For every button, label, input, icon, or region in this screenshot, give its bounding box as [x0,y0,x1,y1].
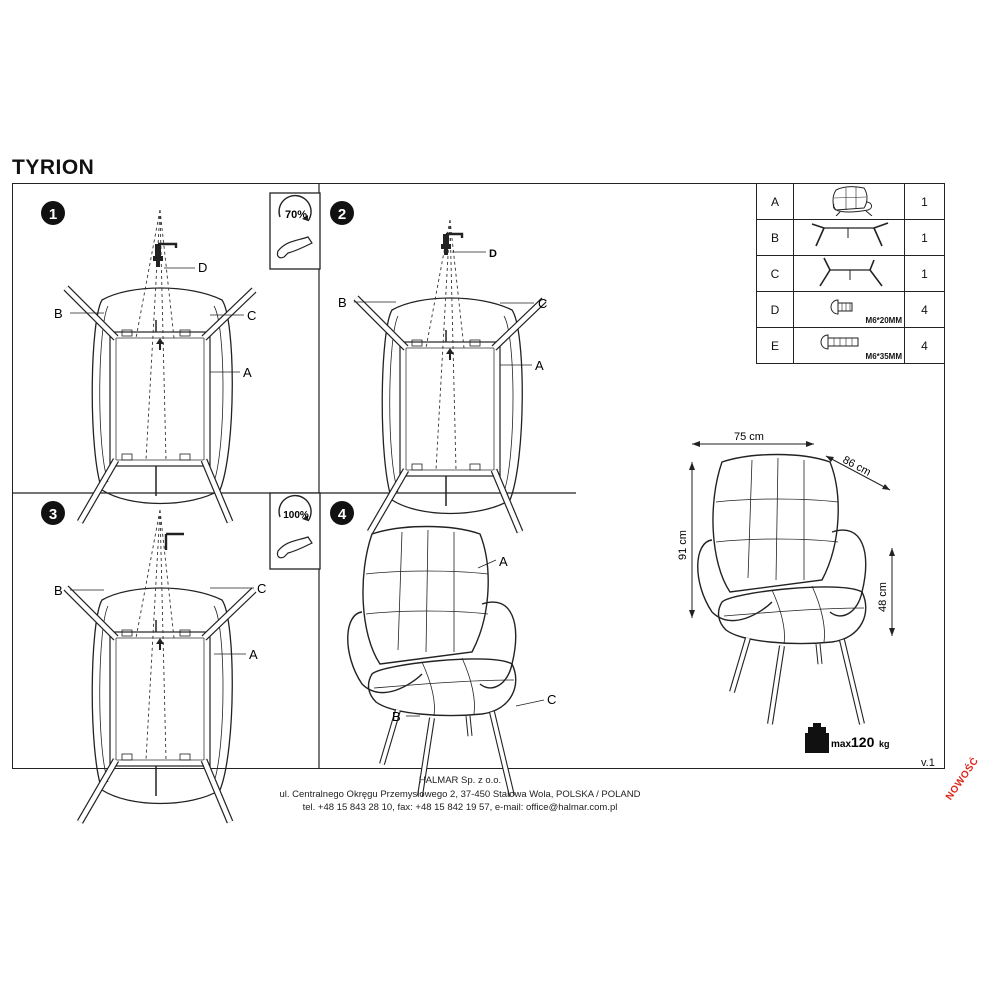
footer-contact: tel. +48 15 843 28 10, fax: +48 15 842 1… [302,802,618,813]
part-image [793,219,905,256]
callout-b: B [54,306,63,321]
rotate-label: 70% [285,209,307,221]
dimension-height: 91 cm [677,530,689,560]
product-title: TYRION [12,156,95,179]
parts-row-c: C 1 [756,255,945,292]
callout-d: D [489,248,497,260]
max-load: max. 120 kg [805,723,890,753]
dimension-depth: 86 cm [841,454,873,479]
step-4: 4 A B C [330,501,556,796]
parts-row-a: A 1 [756,183,945,220]
rotate-icon [269,492,321,570]
parts-row-d: D M6*20MM 4 [756,291,945,328]
part-spec: M6*20MM [865,316,902,325]
part-qty: 1 [904,183,945,220]
parts-table: A 1 B 1 [756,183,945,364]
max-load-unit: kg [879,739,890,749]
callout-c: C [247,308,256,323]
parts-row-e: E M6*35MM 4 [756,327,945,364]
part-letter: C [756,255,794,292]
callout-a: A [499,554,508,569]
part-image: M6*35MM [793,327,905,364]
callout-a: A [535,358,544,373]
parts-row-b: B 1 [756,219,945,256]
rotate-icon [269,192,321,270]
bolt-long-icon [820,334,859,350]
armchair-icon [832,186,873,217]
step-number-badge [41,201,65,225]
step-number: 4 [338,506,347,523]
weight-icon [813,723,821,727]
step-number: 2 [338,206,346,223]
part-letter: B [756,219,794,256]
bolt-short-icon [830,299,853,315]
step-number-badge [330,501,354,525]
step-number: 3 [49,506,57,523]
callout-a: A [243,365,252,380]
footer-address: ul. Centralnego Okręgu Przemysłowego 2, … [279,789,641,800]
callout-c: C [257,581,266,596]
dimension-drawing: 75 cm 86 cm 91 cm 48 cm [677,431,895,724]
part-qty: 1 [904,219,945,256]
dimension-width: 75 cm [734,431,764,443]
rotate-label: 100% [283,510,309,521]
callout-c: C [547,692,556,707]
part-letter: A [756,183,794,220]
part-letter: D [756,291,794,328]
part-spec: M6*35MM [865,352,902,361]
callout-b: B [392,709,401,724]
callout-c: C [538,296,547,311]
front-leg-frame-icon [811,222,889,247]
part-qty: 4 [904,291,945,328]
instruction-frame [12,183,945,769]
step-number-badge [330,201,354,225]
step-2: 2 D B C A [330,201,547,532]
rear-leg-frame-icon [819,257,883,287]
step-1: 1 D B C A 70% [41,192,321,522]
callout-d: D [198,260,207,275]
callout-a: A [249,647,258,662]
step-3: 3 B C A 100% [41,492,321,822]
dimension-seat-height: 48 cm [877,582,889,612]
part-qty: 4 [904,327,945,364]
part-qty: 1 [904,255,945,292]
part-image: M6*20MM [793,291,905,328]
version-label: v.1 [921,757,935,769]
callout-b: B [338,295,347,310]
part-letter: E [756,327,794,364]
step-number-badge [41,501,65,525]
footer-company: HALMAR Sp. z o.o. [418,775,502,786]
max-load-prefix: max. [831,739,854,750]
step-number: 1 [49,206,57,223]
part-image [793,183,905,220]
part-image [793,255,905,292]
max-load-value: 120 [851,734,875,750]
callout-b: B [54,583,63,598]
